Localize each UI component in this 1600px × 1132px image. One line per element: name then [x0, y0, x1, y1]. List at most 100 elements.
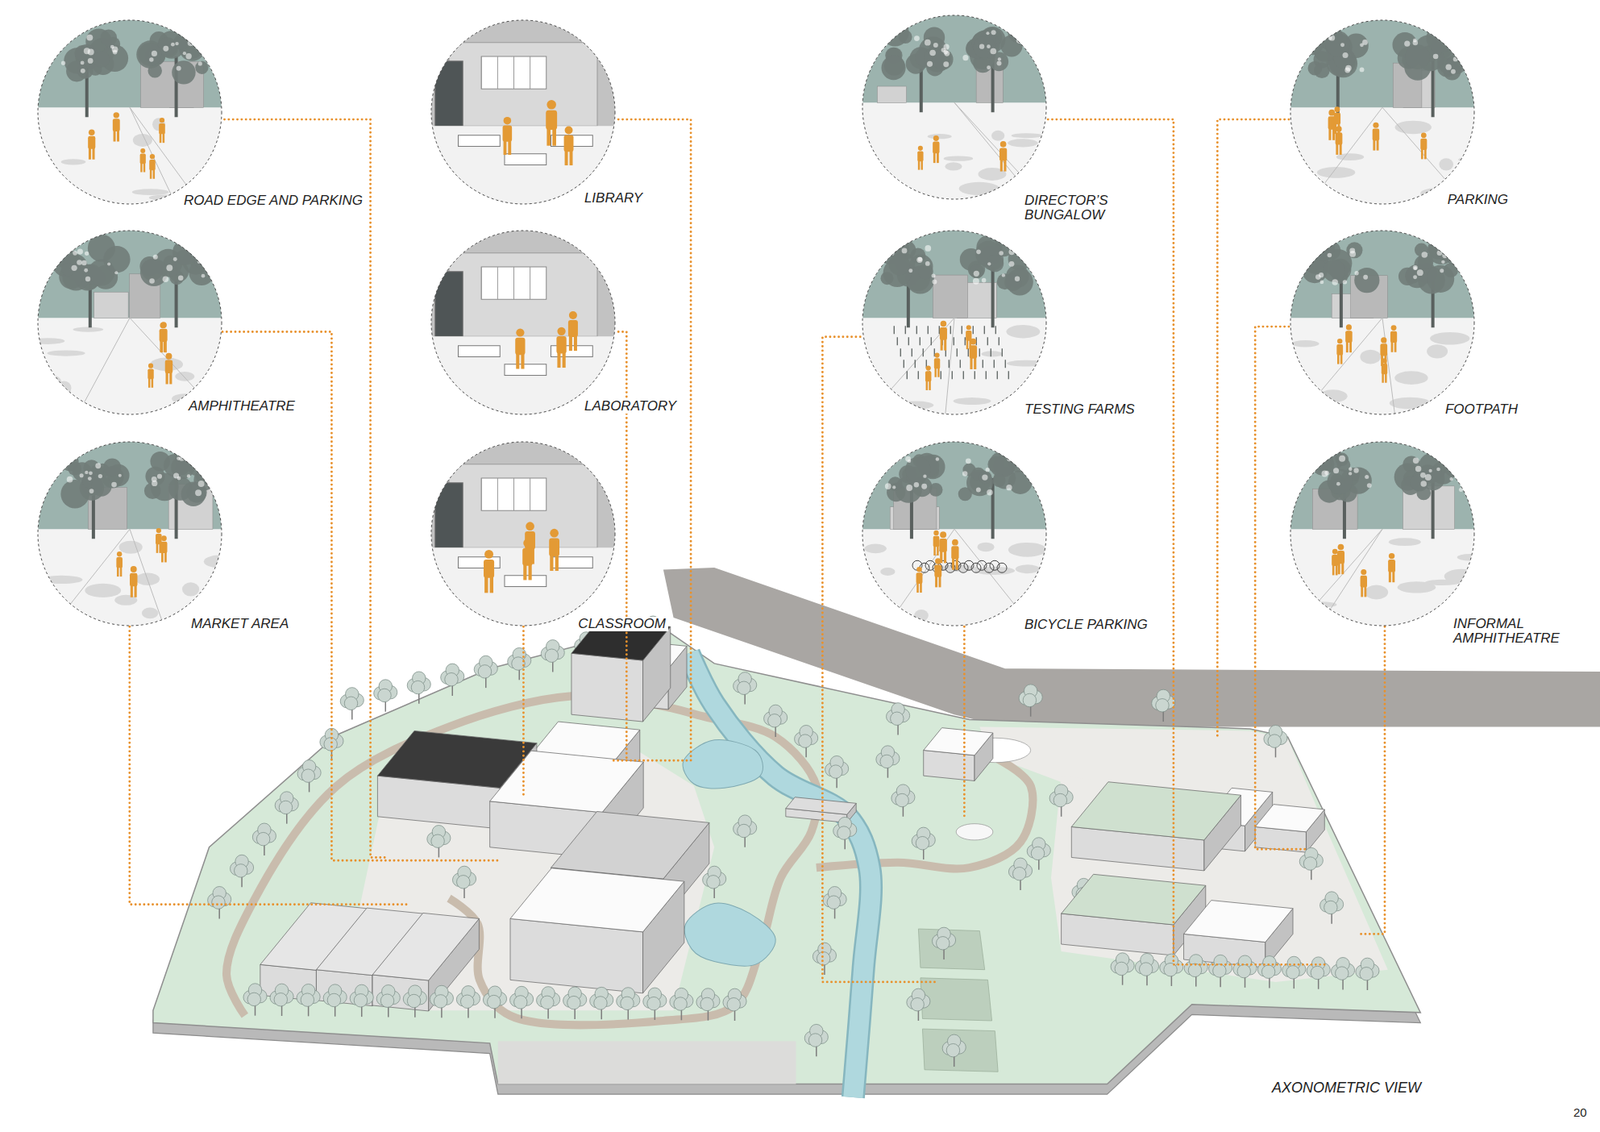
- person-figure: [925, 365, 931, 391]
- tree-crown: [353, 993, 367, 1007]
- person-figure: [158, 117, 166, 143]
- vignette-label: DIRECTOR’S BUNGALOW: [1022, 193, 1111, 223]
- vignette-circle: PARKING: [1289, 19, 1476, 205]
- vignette-circle: AMPHITHEATRE: [37, 229, 223, 416]
- vignette-outline: [862, 230, 1047, 415]
- vignette-illustration: [1289, 229, 1476, 416]
- building-roof: [1184, 900, 1293, 943]
- person-figure: [916, 566, 923, 593]
- pool: [684, 902, 776, 966]
- person-figure: [140, 148, 146, 172]
- tree-crown: [1213, 964, 1226, 977]
- river: [689, 652, 872, 1098]
- tree-crown: [1022, 693, 1036, 707]
- tree-crown: [380, 993, 394, 1007]
- leader-line: [963, 626, 966, 816]
- person-figure: [564, 125, 574, 166]
- building-roof: [785, 797, 857, 815]
- tree-crown: [234, 864, 248, 877]
- tree-crown: [706, 875, 720, 889]
- vignette-illustration: [37, 440, 223, 627]
- tree-crown: [444, 673, 458, 686]
- leader-line: [522, 626, 525, 798]
- page-number: 20: [1571, 1105, 1589, 1120]
- tree-crown: [1335, 966, 1349, 980]
- tree-crown: [540, 995, 554, 1009]
- vignette-outline: [431, 230, 616, 415]
- vignette-outline: [1290, 230, 1475, 415]
- person-figure: [917, 145, 923, 171]
- person-figure: [1334, 106, 1341, 134]
- vignette-label: ROAD EDGE AND PARKING: [181, 193, 366, 208]
- tree-crown: [890, 711, 904, 725]
- vignette-label: INFORMAL AMPHITHEATRE: [1450, 616, 1563, 646]
- tree-crown: [431, 834, 445, 848]
- building-roof: [490, 750, 645, 813]
- vignette-label: BICYCLE PARKING: [1022, 617, 1151, 632]
- person-figure: [1388, 552, 1396, 582]
- person-figure: [1379, 336, 1388, 366]
- vignette-circle: FOOTPATH: [1289, 229, 1476, 416]
- person-figure: [483, 549, 495, 593]
- vignette-label: LABORATORY: [581, 398, 679, 414]
- tree-crown: [1359, 967, 1373, 981]
- leader-line: [224, 119, 389, 857]
- tree-crown: [798, 734, 812, 748]
- vignette-circle: TESTING FARMS: [861, 229, 1048, 416]
- tree-crown: [247, 992, 261, 1006]
- tree-crown: [946, 1043, 960, 1056]
- person-figure: [1336, 338, 1343, 365]
- person-figure: [116, 551, 123, 577]
- vignette-outline: [37, 20, 222, 204]
- tree-crown: [880, 754, 894, 768]
- site-drawing: [129, 119, 1600, 1098]
- vignette-outline: [37, 230, 222, 415]
- vignette-circle: LABORATORY: [430, 229, 616, 416]
- person-figure: [147, 363, 154, 388]
- vignette-outline: [1290, 441, 1475, 626]
- person-figure: [965, 324, 972, 350]
- vignette-outline: [431, 441, 616, 626]
- vignette-illustration: [1289, 440, 1476, 627]
- person-figure: [1390, 324, 1397, 353]
- vignette-illustration: [861, 440, 1048, 627]
- tree-crown: [1237, 964, 1251, 977]
- tree-crown: [1286, 965, 1300, 979]
- tree-crown: [256, 831, 270, 845]
- vignette-illustration: [37, 19, 223, 205]
- plinth: [955, 823, 994, 840]
- vignette-label: AMPHITHEATRE: [186, 398, 298, 414]
- tree-crown: [837, 826, 851, 840]
- person-figure: [932, 135, 940, 163]
- tree-crown: [300, 993, 314, 1006]
- building-roof: [1061, 873, 1206, 925]
- vignette-illustration: [430, 440, 616, 627]
- leader-line: [618, 331, 627, 761]
- person-figure: [939, 531, 948, 563]
- tree-crown: [915, 835, 929, 849]
- tree-crown: [544, 648, 558, 662]
- farm-bed: [918, 928, 985, 970]
- tree-crown: [407, 993, 420, 1007]
- person-figure: [568, 311, 578, 351]
- farm-bed: [922, 1028, 998, 1072]
- tree-crown: [1261, 964, 1275, 978]
- vignette-circle: ROAD EDGE AND PARKING: [37, 19, 223, 205]
- tree-crown: [1114, 961, 1128, 975]
- tree-crown: [1163, 962, 1177, 976]
- leader-line: [1047, 119, 1327, 965]
- river-edge: [689, 652, 872, 1098]
- vignette-label: MARKET AREA: [188, 616, 291, 632]
- tree-crown: [211, 895, 225, 909]
- person-figure: [1331, 548, 1339, 576]
- vignette-circle: BICYCLE PARKING: [861, 440, 1048, 627]
- tree-crown: [460, 994, 474, 1008]
- person-figure: [515, 328, 525, 369]
- vignette-label: LIBRARY: [581, 191, 645, 206]
- person-figure: [112, 112, 121, 142]
- person-figure: [969, 338, 977, 370]
- building-roof: [510, 868, 685, 932]
- person-figure: [1381, 357, 1388, 383]
- leader-line: [822, 336, 939, 982]
- person-figure: [129, 565, 138, 598]
